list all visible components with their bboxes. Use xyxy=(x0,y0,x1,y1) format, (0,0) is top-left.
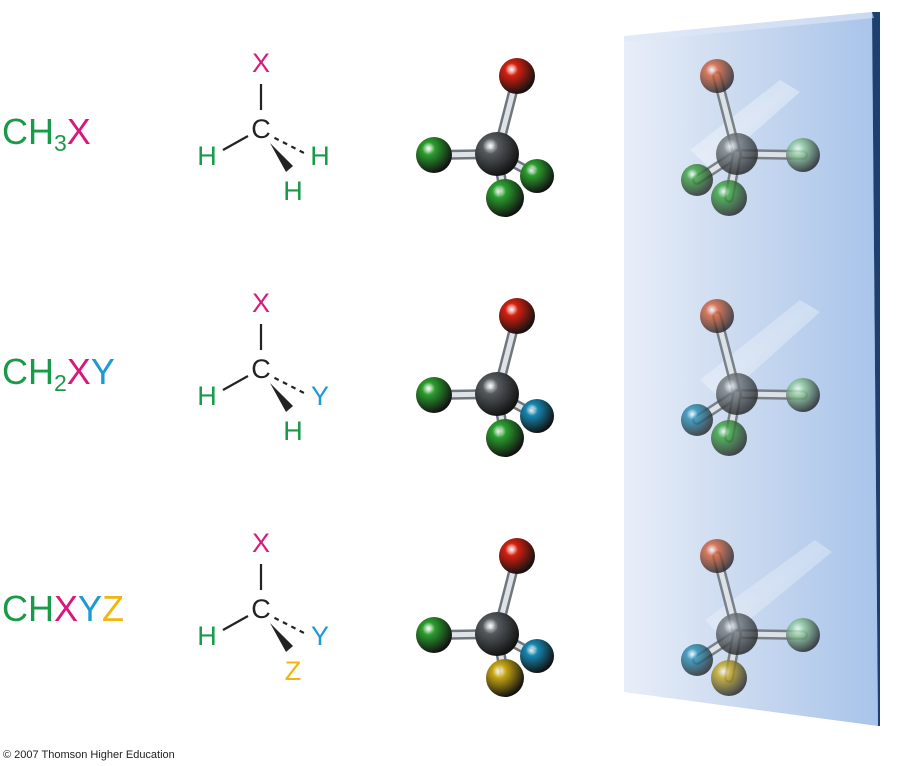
formula-ch2xy: CH2XY xyxy=(2,351,115,395)
formula-part: 3 xyxy=(54,130,67,156)
mirror-atom-ball-back xyxy=(681,404,713,436)
dashed-bond xyxy=(299,629,305,634)
mirror-atom-ball-top xyxy=(700,59,734,93)
atom-label-top: X xyxy=(252,528,270,558)
molecule-model xyxy=(416,538,554,697)
structural-formula: X C H YZ xyxy=(197,528,329,686)
formula-part: X xyxy=(66,111,91,152)
mirror-plane xyxy=(624,12,880,726)
atom-label-bottom: H xyxy=(283,416,303,446)
atom-ball-top xyxy=(499,58,535,94)
formula-part: H xyxy=(28,351,54,392)
formula-ch3x: CH3X xyxy=(2,111,91,155)
carbon-ball xyxy=(475,612,519,656)
atom-label-left: H xyxy=(197,141,217,171)
mirror-atom-ball-top xyxy=(700,539,734,573)
atom-label-left: H xyxy=(197,621,217,651)
formula-part: H xyxy=(28,588,54,629)
wedge-bond xyxy=(270,383,293,412)
mirror-image-model xyxy=(681,299,820,456)
dashed-bond xyxy=(299,389,305,394)
formula-part: Z xyxy=(102,588,125,629)
atom-ball-top xyxy=(499,298,535,334)
mirror-atom-ball-back xyxy=(681,164,713,196)
formula-part: Y xyxy=(90,351,115,392)
atom-label-center: C xyxy=(251,354,271,384)
dashed-bond xyxy=(282,621,288,626)
formula-part: 2 xyxy=(54,370,67,396)
mirror-image-model xyxy=(681,59,820,216)
atom-label-right: Y xyxy=(311,621,329,651)
copyright-credit: © 2007 Thomson Higher Education xyxy=(3,749,175,761)
atom-ball-left xyxy=(416,377,452,413)
bond-line xyxy=(222,375,249,391)
atom-label-center: C xyxy=(251,114,271,144)
mirror-atom-ball-back xyxy=(681,644,713,676)
atom-label-center: C xyxy=(251,594,271,624)
atom-ball-top xyxy=(499,538,535,574)
formula-part: C xyxy=(2,351,28,392)
mirror-atom-ball-front xyxy=(711,420,747,456)
dashed-bond xyxy=(282,381,288,386)
dashed-bond xyxy=(273,136,280,141)
formula-part: C xyxy=(2,111,28,152)
atom-label-bottom: Z xyxy=(285,656,302,686)
dashed-bond xyxy=(299,149,305,154)
formula-part: H xyxy=(28,111,54,152)
atom-ball-back xyxy=(520,159,554,193)
mirror-atom-ball-top xyxy=(700,299,734,333)
formula-part: X xyxy=(54,588,79,629)
mirror-carbon-ball xyxy=(716,133,758,175)
atom-ball-back xyxy=(520,639,554,673)
atom-label-top: X xyxy=(252,288,270,318)
dashed-bond xyxy=(282,141,288,146)
dashed-bond xyxy=(290,385,297,390)
dashed-bond xyxy=(273,616,280,621)
mirror-atom-ball-front xyxy=(711,660,747,696)
atom-ball-front xyxy=(486,419,524,457)
atom-label-bottom: H xyxy=(283,176,303,206)
mirror-carbon-ball xyxy=(716,613,758,655)
atom-ball-left xyxy=(416,617,452,653)
molecule-model xyxy=(416,298,554,457)
wedge-bond xyxy=(270,143,293,172)
dashed-bond xyxy=(273,376,280,381)
atom-label-right: H xyxy=(310,141,330,171)
bond-line xyxy=(222,615,249,631)
atom-label-right: Y xyxy=(311,381,329,411)
mirror-atom-ball-front xyxy=(711,180,747,216)
carbon-ball xyxy=(475,372,519,416)
atom-label-top: X xyxy=(252,48,270,78)
formula-part: Y xyxy=(78,588,103,629)
atom-ball-back xyxy=(520,399,554,433)
atom-ball-left xyxy=(416,137,452,173)
atom-label-left: H xyxy=(197,381,217,411)
formula-part: X xyxy=(66,351,91,392)
formula-part: C xyxy=(2,588,28,629)
mirror-carbon-ball xyxy=(716,373,758,415)
molecule-model xyxy=(416,58,554,217)
bond-line xyxy=(222,135,249,151)
mirror-image-model xyxy=(681,539,820,696)
mirror-atom-ball-right xyxy=(786,618,820,652)
dashed-bond xyxy=(290,625,297,630)
mirror-atom-ball-right xyxy=(786,378,820,412)
atom-ball-front xyxy=(486,659,524,697)
mirror-atom-ball-right xyxy=(786,138,820,172)
dashed-bond xyxy=(290,145,297,150)
wedge-bond xyxy=(270,623,293,652)
carbon-ball xyxy=(475,132,519,176)
atom-ball-front xyxy=(486,179,524,217)
formula-chxyz: CHXYZ xyxy=(2,591,124,627)
